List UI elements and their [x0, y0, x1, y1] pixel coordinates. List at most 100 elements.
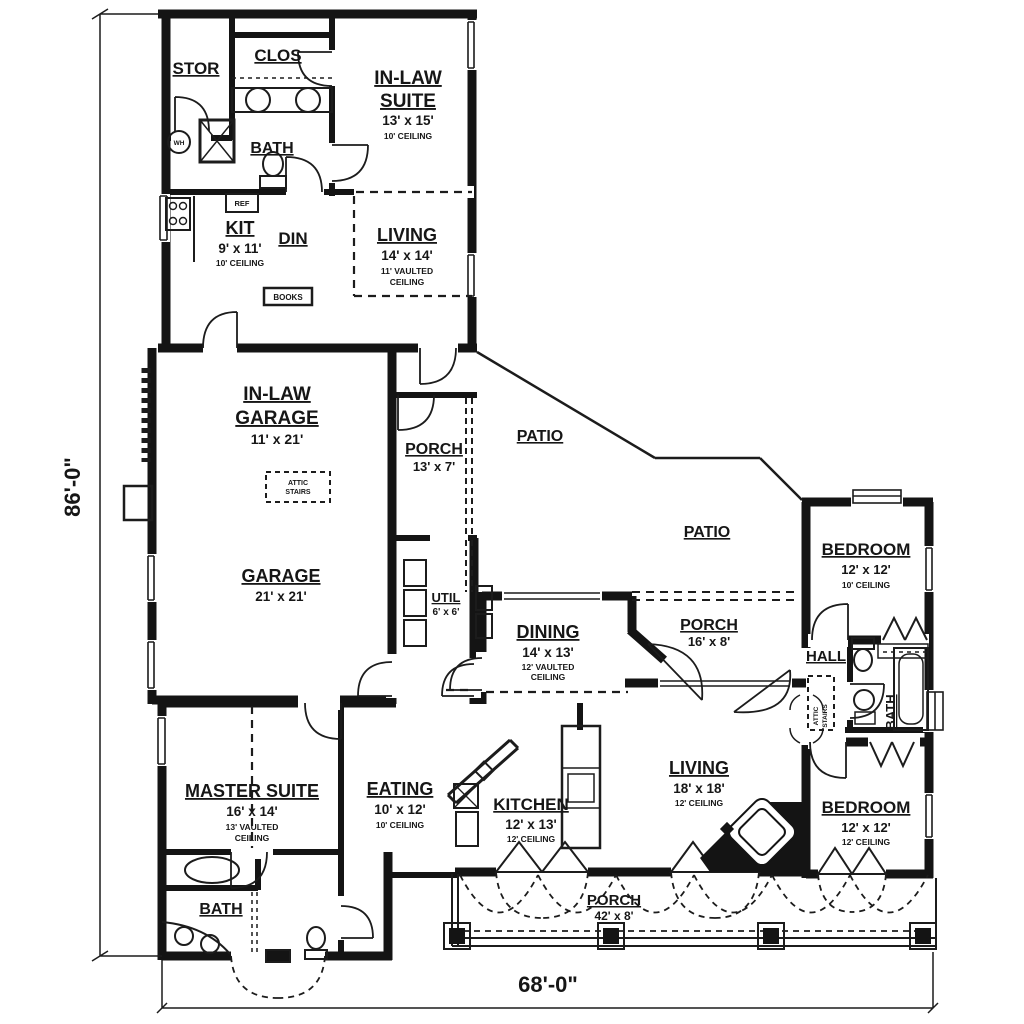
- room-size-porch-rear: 16' x 8': [688, 634, 730, 649]
- attic-stairs-hall-label-1: ATTIC: [813, 706, 820, 725]
- porch-columns: [443, 922, 937, 950]
- ceiling-note-living-inlaw-1: 11' VAULTED: [381, 266, 433, 276]
- sink-hall-bath: [853, 689, 876, 725]
- ceiling-note-master-1: 13' VAULTED: [226, 822, 279, 832]
- closet-door-symbols: [869, 615, 928, 769]
- room-label-din: DIN: [278, 229, 307, 248]
- room-size-kit: 9' x 11': [218, 241, 261, 256]
- room-size-garage: 21' x 21': [255, 589, 306, 604]
- room-label-clos: CLOS: [254, 46, 301, 65]
- room-label-hall: HALL: [806, 648, 846, 665]
- ceiling-note-master-2: CEILING: [235, 833, 270, 843]
- room-label-bath-master: BATH: [199, 901, 242, 918]
- toilet-master: [304, 926, 328, 960]
- room-label-living-main: LIVING: [669, 758, 729, 778]
- porch-arc-lines: [230, 871, 935, 999]
- books-niche: [262, 286, 314, 307]
- wall-openings: [145, 20, 936, 963]
- porch-deck: [451, 874, 937, 947]
- fixtures-layer: [122, 87, 937, 960]
- dimension-lines: [91, 8, 939, 1014]
- room-label-bath-hall: BATH: [883, 694, 898, 729]
- room-label-inlaw-garage-2: GARAGE: [235, 408, 318, 429]
- room-label-util: UTIL: [432, 590, 461, 605]
- room-label-master-suite: MASTER SUITE: [185, 781, 319, 801]
- refrigerator-label: REF: [235, 199, 250, 208]
- room-label-kit: KIT: [226, 218, 255, 238]
- room-label-bedroom-top: BEDROOM: [822, 540, 911, 559]
- ceiling-note-kitchen: 12' CEILING: [507, 834, 556, 844]
- room-label-living-inlaw: LIVING: [377, 225, 437, 245]
- dimension-height-label: 86'-0": [60, 457, 85, 517]
- ceiling-note-living-inlaw-2: CEILING: [390, 277, 425, 287]
- room-label-porch-side: PORCH: [405, 441, 463, 458]
- utility-appliances: [403, 559, 493, 647]
- cased-opening: [789, 694, 824, 744]
- room-size-dining: 14' x 13': [522, 645, 573, 660]
- room-label-bath-inlaw: BATH: [250, 140, 293, 157]
- attic-stairs-box-hall: [807, 675, 835, 731]
- ceiling-note-bedroom-top: 10' CEILING: [842, 580, 891, 590]
- water-heater-label: WH: [174, 140, 185, 147]
- room-size-porch-front: 42' x 8': [594, 909, 633, 923]
- room-label-dining: DINING: [517, 622, 580, 642]
- fireplace: [700, 797, 806, 872]
- vanity-master: [161, 921, 231, 955]
- room-label-kitchen: KITCHEN: [493, 795, 569, 814]
- room-label-porch-front: PORCH: [587, 892, 641, 909]
- room-size-master-suite: 16' x 14': [226, 804, 277, 819]
- attic-stairs-box-garage: [265, 471, 331, 503]
- ceiling-note-inlaw-suite: 10' CEILING: [384, 131, 433, 141]
- room-label-garage: GARAGE: [241, 566, 320, 586]
- labels-layer: STOR CLOS IN-LAW SUITE 13' x 15' 10' CEI…: [60, 46, 910, 997]
- refrigerator-inlaw: [225, 193, 259, 213]
- room-size-bedroom-bot: 12' x 12': [841, 820, 891, 835]
- attic-stairs-hall-label-2: STAIRS: [822, 704, 829, 728]
- attic-stairs-garage-label-1: ATTIC: [288, 480, 308, 487]
- kitchen-sink: [453, 783, 479, 847]
- room-size-eating: 10' x 12': [374, 802, 425, 817]
- ceiling-note-kit: 10' CEILING: [216, 258, 265, 268]
- area-label-patio-lower: PATIO: [684, 524, 731, 541]
- shelf-lines: [232, 77, 928, 952]
- room-label-stor: STOR: [173, 59, 220, 78]
- room-label-inlaw-suite-2: SUITE: [380, 91, 436, 112]
- door-symbols: [174, 51, 885, 939]
- room-label-eating: EATING: [367, 779, 434, 799]
- tub-hall-bath: [893, 647, 929, 731]
- area-label-patio-upper: PATIO: [517, 428, 564, 445]
- kitchen-appliance-wall: [560, 724, 602, 850]
- room-label-inlaw-garage-1: IN-LAW: [243, 384, 311, 405]
- room-size-living-main: 18' x 18': [673, 781, 724, 796]
- ceiling-note-dining-1: 12' VAULTED: [522, 662, 575, 672]
- water-heater: [167, 130, 191, 154]
- room-size-living-inlaw: 14' x 14': [381, 248, 432, 263]
- books-label: BOOKS: [273, 293, 303, 302]
- ceiling-note-living-main: 12' CEILING: [675, 798, 724, 808]
- room-size-inlaw-suite: 13' x 15': [382, 113, 433, 128]
- room-label-inlaw-suite-1: IN-LAW: [374, 68, 442, 89]
- kitchen-bar-counter: [446, 738, 520, 805]
- vanity-bedroom-closet: [877, 643, 929, 659]
- room-size-porch-side: 13' x 7': [413, 459, 455, 474]
- tub-master: [184, 856, 240, 884]
- ceiling-note-dining-2: CEILING: [531, 672, 566, 682]
- range-inlaw: [165, 196, 195, 262]
- room-size-util: 6' x 6': [433, 607, 460, 618]
- shower-stall: [198, 118, 236, 164]
- toilet-inlaw: [259, 151, 287, 189]
- ceiling-break-lines: [250, 190, 628, 848]
- vanity-inlaw: [231, 87, 333, 113]
- attic-stairs-garage-label-2: STAIRS: [285, 489, 310, 496]
- toilet-hall-bath: [851, 637, 875, 672]
- dimension-width-label: 68'-0": [518, 972, 578, 997]
- room-label-bedroom-bot: BEDROOM: [822, 798, 911, 817]
- room-size-inlaw-garage: 11' x 21': [251, 431, 304, 447]
- ceiling-note-bedroom-bot: 12' CEILING: [842, 837, 891, 847]
- room-size-bedroom-top: 12' x 12': [841, 562, 891, 577]
- room-size-kitchen: 12' x 13': [505, 817, 556, 832]
- ceiling-note-eating: 10' CEILING: [376, 820, 425, 830]
- room-label-porch-rear: PORCH: [680, 617, 738, 634]
